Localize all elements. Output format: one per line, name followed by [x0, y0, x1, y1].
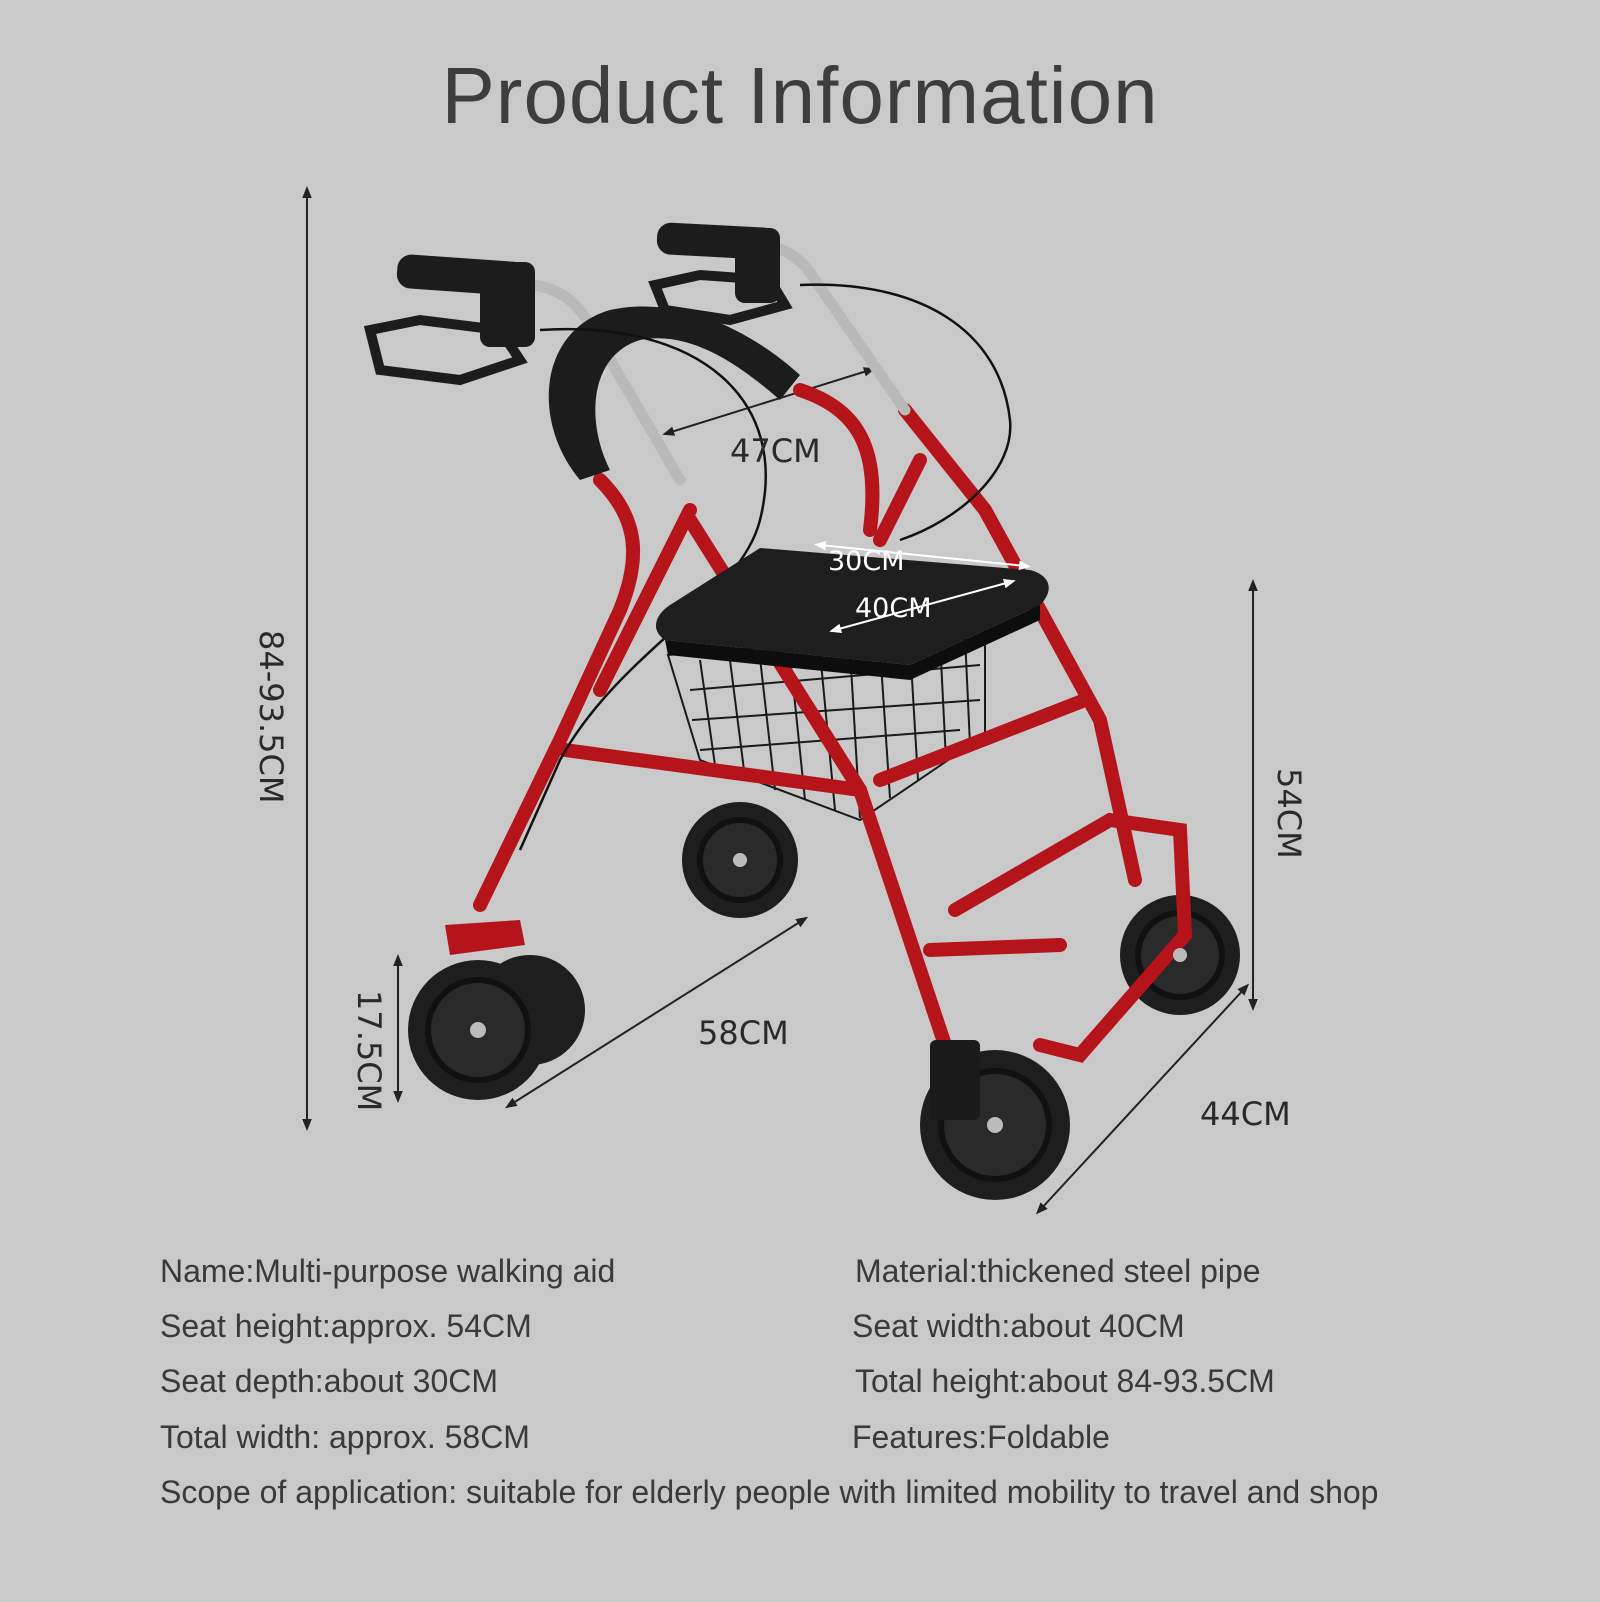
depth-line: [1035, 983, 1250, 1215]
wheel-diameter-label: 17.5CM: [350, 990, 388, 1112]
spec-seat-depth: Seat depth:about 30CM: [160, 1363, 499, 1399]
backrest: [548, 306, 800, 480]
spec-scope: Scope of application: suitable for elder…: [160, 1474, 1379, 1510]
front-left-wheel: [408, 920, 585, 1100]
spec-features: Features:Foldable: [852, 1419, 1110, 1455]
total-height-label: 84-93.5CM: [252, 630, 290, 804]
hand-grips: [363, 222, 793, 386]
rear-wheel-hubs: [733, 853, 1187, 962]
seat-dimension-lines: [814, 540, 1031, 634]
width-line: [504, 916, 809, 1109]
seat-depth-label: 30CM: [828, 546, 905, 577]
handle-width-line: [662, 367, 876, 436]
spec-total-width: Total width: approx. 58CM: [160, 1419, 530, 1455]
page-title: Product Information: [441, 51, 1159, 140]
brake-cables: [518, 283, 1012, 851]
spec-seat-width: Seat width:about 40CM: [852, 1308, 1185, 1344]
seat-width-label: 40CM: [855, 593, 932, 624]
spec-seat-height: Seat height:approx. 54CM: [160, 1308, 532, 1344]
dimension-lines: [302, 186, 1258, 1215]
total-width-label: 58CM: [698, 1014, 789, 1052]
spec-material: Material:thickened steel pipe: [855, 1253, 1261, 1289]
handle-width-label: 47CM: [730, 432, 821, 470]
spec-total-height: Total height:about 84-93.5CM: [855, 1363, 1275, 1399]
spec-name: Name:Multi-purpose walking aid: [160, 1253, 616, 1289]
front-right-wheel: [920, 1040, 1070, 1200]
depth-label: 44CM: [1200, 1095, 1291, 1133]
seat-height-label: 54CM: [1270, 768, 1308, 859]
